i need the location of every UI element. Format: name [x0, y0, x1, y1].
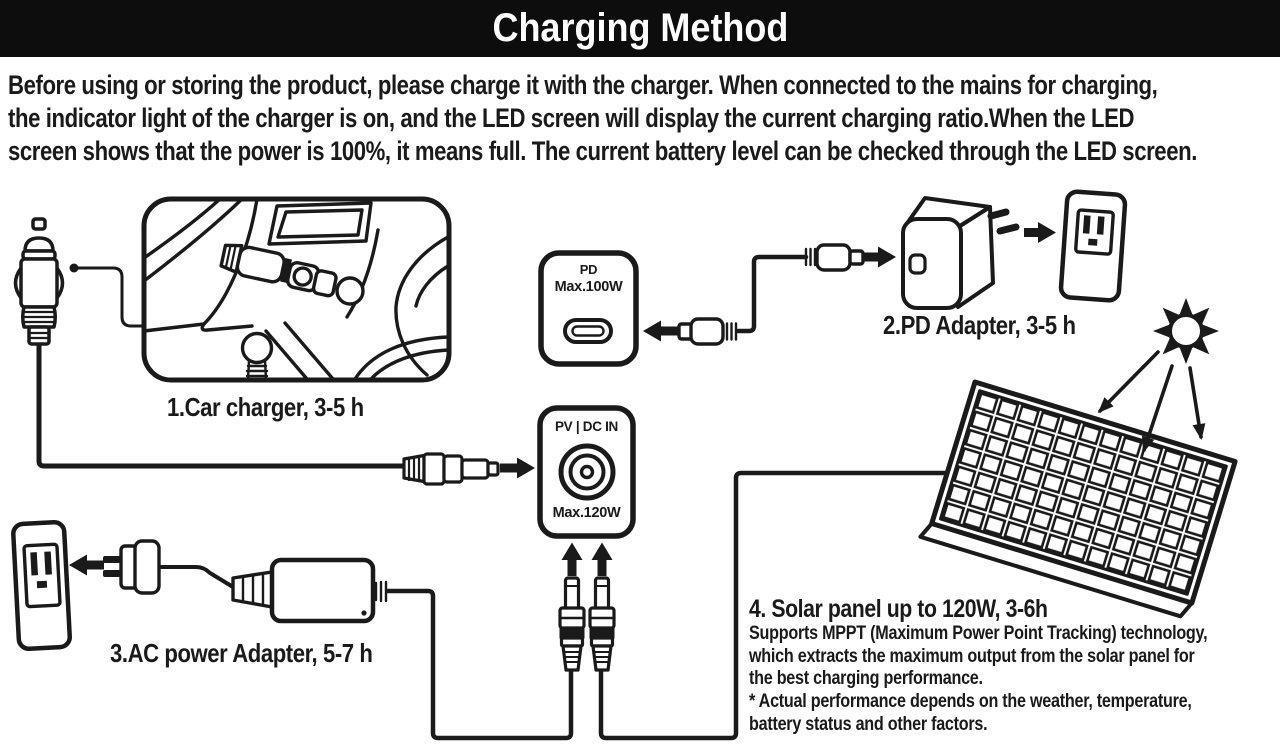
intro-line: screen shows that the power is 100%, it … — [8, 136, 1197, 166]
solar-description: Supports MPPT (Maximum Power Point Track… — [749, 623, 1280, 737]
solar-description-line: the best charging performance. — [749, 668, 983, 690]
pd-input-port-box — [538, 250, 639, 367]
dc-port-name: PV | DC IN — [554, 419, 619, 434]
solar-description-line: which extracts the maximum output from t… — [749, 645, 1195, 667]
flow-arrows — [69, 222, 1056, 576]
intro-line: the indicator light of the charger is on… — [8, 103, 1135, 133]
dc-connector-icon — [402, 452, 500, 486]
solar-description-line: * Actual performance depends on the weat… — [749, 691, 1192, 713]
car-charger-label: 1.Car charger, 3-5 h — [167, 392, 364, 422]
usb-c-connector-icons — [677, 243, 865, 346]
wall-outlet-top-icon — [1058, 189, 1128, 303]
sunlight-arrows — [1097, 350, 1206, 453]
pd-adapter-label: 2.PD Adapter, 3-5 h — [883, 310, 1076, 340]
page-title: Charging Method — [492, 6, 788, 50]
cables — [36, 254, 953, 741]
car-dashboard-illustration — [141, 196, 452, 383]
wall-outlet-bottom-icon — [11, 519, 73, 651]
dc-port-max: Max.120W — [552, 505, 621, 521]
pd-port-name: PD — [579, 262, 598, 277]
ac-adapter-brick-icon — [231, 557, 388, 624]
solar-panel-illustration — [918, 379, 1238, 619]
solar-description-line: battery status and other factors. — [749, 713, 988, 735]
ac-plug-icon — [103, 539, 161, 595]
pd-port-max: Max.100W — [554, 279, 623, 295]
dc-plug-icon — [558, 576, 586, 672]
sun-icon — [1153, 298, 1219, 364]
dc-plug-icon-2 — [588, 576, 616, 672]
intro-paragraph: Before using or storing the product, ple… — [8, 69, 1280, 168]
header-bar: Charging Method — [0, 0, 1280, 57]
pd-wall-adapter-icon — [901, 196, 1020, 310]
intro-line: Before using or storing the product, ple… — [8, 70, 1158, 100]
ac-adapter-label: 3.AC power Adapter, 5-7 h — [110, 638, 373, 668]
solar-panel-label: 4. Solar panel up to 120W, 3-6h — [749, 595, 1048, 623]
solar-description-line: Supports MPPT (Maximum Power Point Track… — [749, 623, 1208, 644]
pv-dc-input-port-box — [537, 405, 636, 539]
car-charger-plug-icon — [13, 217, 65, 346]
